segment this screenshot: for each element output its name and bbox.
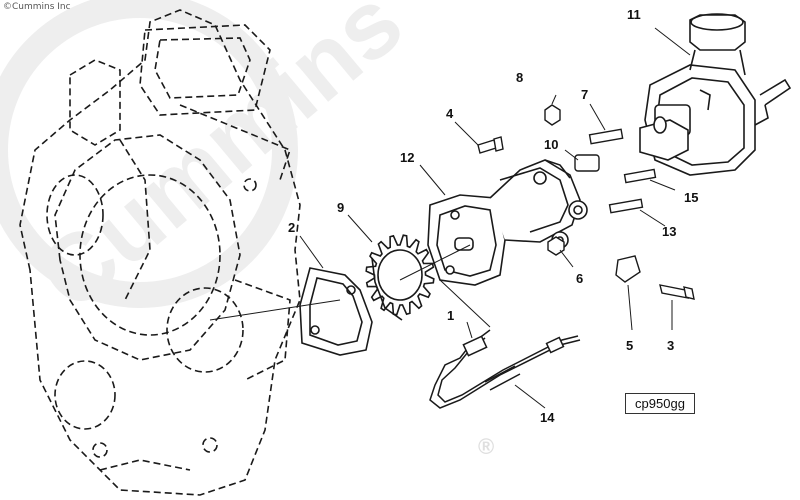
callout-6: 6 — [576, 271, 583, 286]
copyright-notice: ©Cummins Inc — [3, 2, 71, 12]
stud-part-13 — [608, 198, 644, 214]
spacer-part-10 — [574, 154, 600, 172]
drive-gear-part-9 — [365, 234, 435, 321]
axis-line-housing — [209, 299, 341, 321]
stud-part-15 — [623, 168, 657, 184]
callout-7: 7 — [581, 87, 588, 102]
callout-3: 3 — [667, 338, 674, 353]
studs-and-fasteners — [477, 104, 695, 300]
callout-15: 15 — [684, 190, 698, 205]
callout-8: 8 — [516, 70, 523, 85]
gasket-part-2 — [299, 267, 373, 356]
capscrew-part-4 — [477, 139, 497, 154]
callout-14: 14 — [540, 410, 555, 425]
callout-4: 4 — [446, 106, 454, 121]
fitting-part-1 — [462, 335, 488, 357]
callout-5: 5 — [626, 338, 633, 353]
watermark-registered-mark: ® — [478, 434, 494, 459]
callout-leaders — [299, 27, 691, 409]
nut-part-8 — [544, 104, 561, 126]
bracket-part-5 — [615, 255, 641, 283]
callout-12: 12 — [400, 150, 414, 165]
hose-assembly-part-14 — [429, 329, 581, 409]
callout-2: 2 — [288, 220, 295, 235]
stud-part-7 — [588, 128, 624, 145]
figure-reference-label: cp950gg — [625, 393, 695, 414]
callout-9: 9 — [337, 200, 344, 215]
steering-pump-part-11 — [639, 13, 792, 176]
gear-housing — [19, 9, 301, 496]
callout-numbers: 1 2 3 4 5 6 7 8 9 10 11 12 13 14 15 — [288, 7, 698, 425]
callout-13: 13 — [662, 224, 676, 239]
callout-10: 10 — [544, 137, 558, 152]
callout-11: 11 — [627, 7, 641, 22]
pump-body-part-12 — [427, 159, 588, 286]
callout-1: 1 — [447, 308, 454, 323]
